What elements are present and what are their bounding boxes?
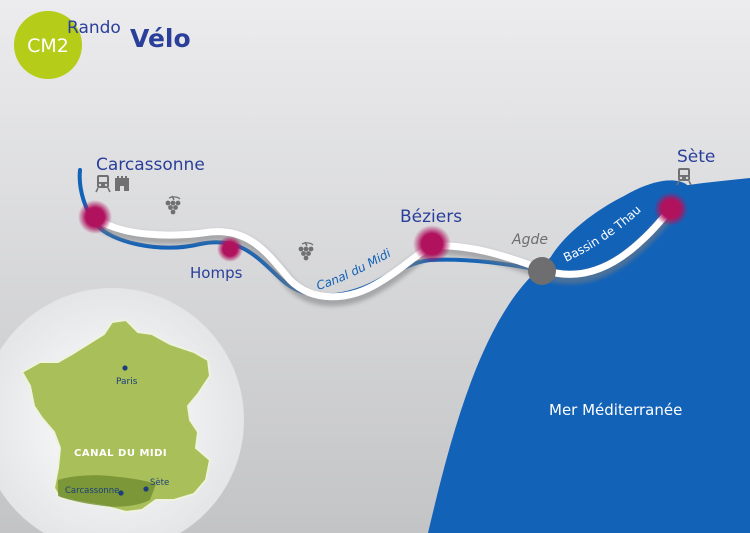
cm2-badge-text: CM2 — [27, 35, 69, 57]
bassin-de-thau — [548, 180, 690, 276]
mediterranean-sea — [428, 178, 750, 533]
cm2-badge — [14, 11, 82, 79]
brand-velo: Vélo — [130, 24, 191, 53]
train-icon — [676, 168, 692, 186]
stop-beziers[interactable] — [413, 225, 451, 263]
carcassonne-marker — [118, 490, 124, 496]
label-sete: Sète — [677, 147, 715, 167]
label-mer-mediterranee: Mer Méditerranée — [549, 401, 682, 419]
stop-sete[interactable] — [654, 192, 688, 226]
bike-route — [92, 204, 676, 301]
train-icon — [95, 175, 111, 193]
stop-agde[interactable] — [528, 257, 556, 285]
canal-region-highlight — [58, 475, 156, 507]
grapes-icon — [165, 195, 181, 215]
stop-carcassonne[interactable] — [78, 200, 112, 234]
inset-label-paris: Paris — [116, 377, 138, 387]
castle-icon — [115, 176, 129, 191]
label-carcassonne: Carcassonne — [96, 155, 205, 175]
paris-marker — [122, 365, 128, 371]
label-homps: Homps — [190, 264, 243, 282]
brand-rando: Rando — [67, 18, 121, 38]
sete-marker — [143, 486, 149, 492]
label-beziers: Béziers — [400, 207, 462, 227]
inset-locator-map: Paris CANAL DU MIDI Carcassonne Sète — [0, 288, 244, 533]
inset-label-sete: Sète — [150, 477, 169, 488]
france-outline — [20, 318, 212, 514]
grapes-icon — [298, 241, 314, 261]
label-agde: Agde — [511, 232, 548, 248]
inset-label-canal: CANAL DU MIDI — [74, 448, 167, 459]
inset-label-carcassonne: Carcassonne — [65, 486, 119, 496]
stop-homps[interactable] — [217, 236, 243, 262]
brand-logo: CM2 Rando Vélo — [14, 11, 191, 79]
